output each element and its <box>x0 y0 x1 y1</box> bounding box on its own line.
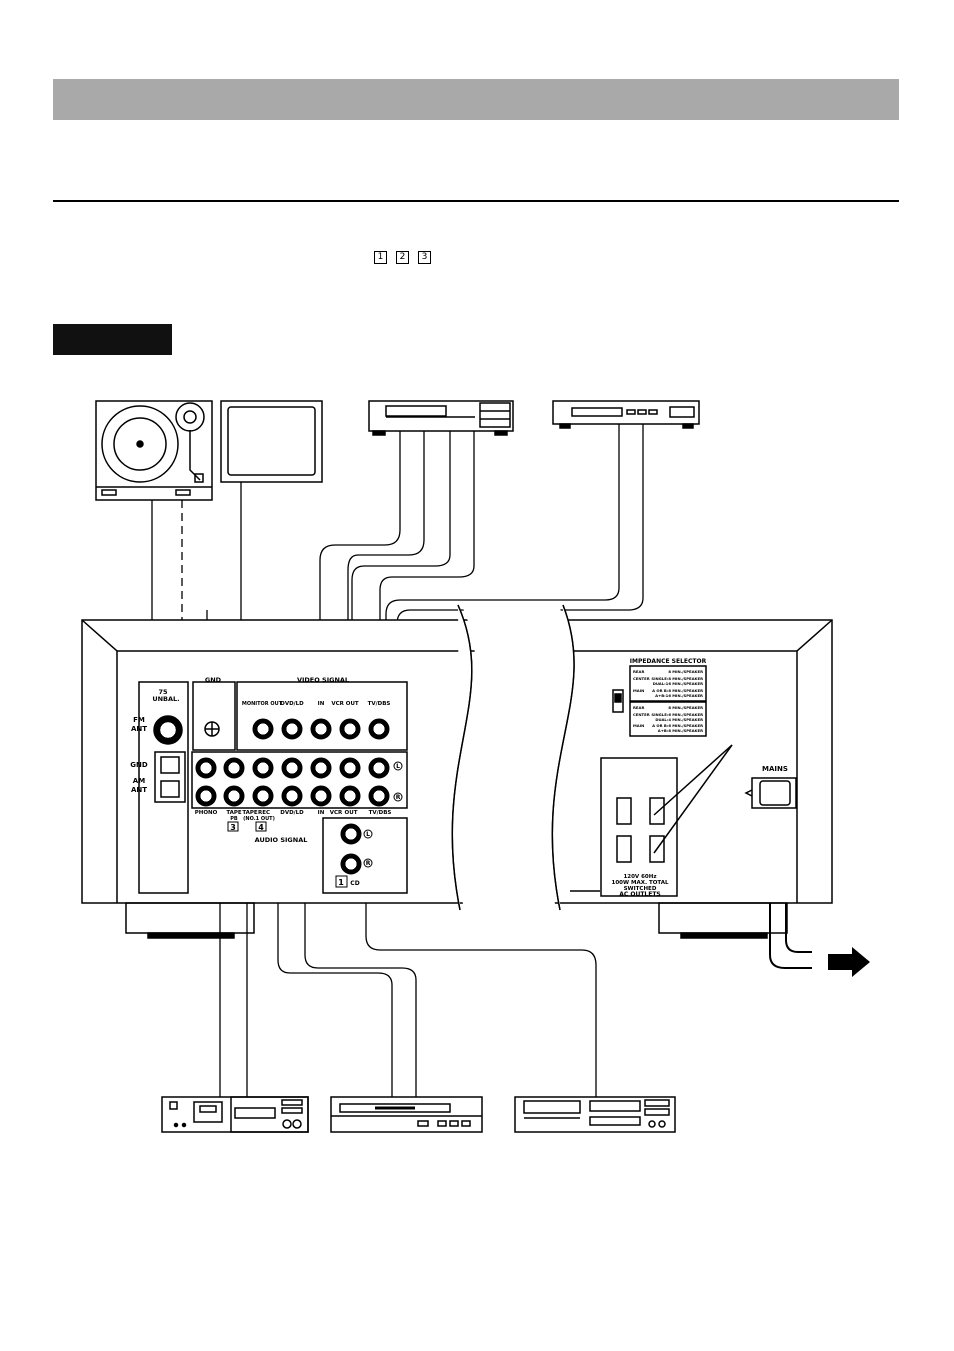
audio-r-label: R <box>396 794 401 801</box>
svg-text:CENTER: CENTER <box>633 676 650 681</box>
dvd-player <box>330 1096 483 1133</box>
video-jacks <box>252 718 390 740</box>
box-3-label: 3 <box>230 823 236 832</box>
section-tab <box>53 324 172 355</box>
am-ant-label: ANT <box>131 786 147 794</box>
vcr-deck <box>368 400 514 436</box>
svg-text:MAIN: MAIN <box>633 688 644 693</box>
audio-label-rec: REC <box>258 810 270 816</box>
audio-label-phono: PHONO <box>195 810 218 816</box>
audio-label-in: IN <box>318 810 325 816</box>
audio-l-label: L <box>396 763 400 770</box>
svg-text:8 MIN./SPEAKER: 8 MIN./SPEAKER <box>668 669 703 674</box>
ac-spec-watt: 100W MAX. TOTAL <box>612 880 669 886</box>
box-number-3: 3 <box>418 251 431 264</box>
cd-player <box>514 1096 676 1133</box>
audio-signal-label: AUDIO SIGNAL <box>255 836 308 844</box>
gnd-left-label: GND <box>130 761 148 769</box>
audio-label-pb: PB <box>230 816 238 822</box>
svg-text:REAR: REAR <box>633 669 644 674</box>
ac-spec-switched: SWITCHED <box>624 886 657 892</box>
box-number-2: 2 <box>396 251 409 264</box>
cd-r-label: R <box>366 860 371 867</box>
svg-text:MAIN: MAIN <box>633 723 644 728</box>
audio-label-out: OUT <box>345 810 358 816</box>
ac-spec-voltage: 120V 60Hz <box>623 874 656 880</box>
svg-text:DUAL:16 MIN./SPEAKER: DUAL:16 MIN./SPEAKER <box>653 681 703 686</box>
box-number-1: 1 <box>374 251 387 264</box>
gnd-box-label: GND <box>205 676 222 684</box>
video-label-vcr-out: VCR OUT <box>331 701 359 707</box>
cd-number: 1 <box>338 878 344 887</box>
dbs-tuner <box>552 400 700 429</box>
cd-l-label: L <box>366 831 370 838</box>
audio-label-no1-out: (NO.1 OUT) <box>243 816 275 822</box>
audio-label-tape-pb: TAPE <box>226 810 242 816</box>
cd-label: CD <box>350 880 359 887</box>
am-label: AM <box>133 777 145 785</box>
fm-label: FM <box>133 716 145 724</box>
svg-text:SINGLE:6 MIN./SPEAKER: SINGLE:6 MIN./SPEAKER <box>651 712 703 717</box>
svg-text:A+B:16 MIN./SPEAKER: A+B:16 MIN./SPEAKER <box>655 693 703 698</box>
svg-text:SINGLE:8 MIN./SPEAKER: SINGLE:8 MIN./SPEAKER <box>651 676 703 681</box>
video-signal-label: VIDEO SIGNAL <box>297 676 349 684</box>
mains-label: MAINS <box>762 765 788 773</box>
turntable <box>95 400 213 501</box>
section-header-bar <box>53 79 899 120</box>
video-label-tv: TV/DBS <box>368 701 391 707</box>
cassette-deck <box>161 1096 309 1133</box>
svg-text:A+B:8 MIN./SPEAKER: A+B:8 MIN./SPEAKER <box>658 728 703 733</box>
audio-jacks <box>195 757 390 807</box>
panel-labels: 75 UNBAL. FM ANT GND AM ANT GND VIDEO SI… <box>130 658 788 898</box>
svg-text:DUAL:4 MIN./SPEAKER: DUAL:4 MIN./SPEAKER <box>655 717 703 722</box>
box-4-label: 4 <box>258 823 264 832</box>
svg-text:CENTER: CENTER <box>633 712 650 717</box>
audio-label-tape-rec: TAPE <box>242 810 258 816</box>
impedance-selector-label: IMPEDANCE SELECTOR <box>630 658 707 665</box>
cd-jacks <box>340 823 362 875</box>
video-label-in: IN <box>318 701 325 707</box>
audio-label-dvd: DVD/LD <box>280 810 304 816</box>
fm-ant-label: ANT <box>131 725 147 733</box>
svg-text:REAR: REAR <box>633 705 644 710</box>
svg-text:A OR B:6 MIN./SPEAKER: A OR B:6 MIN./SPEAKER <box>652 723 703 728</box>
audio-label-vcr: VCR <box>330 810 343 816</box>
ac-outlets-label: AC OUTLETS <box>619 891 661 898</box>
section-divider <box>53 200 899 202</box>
video-label-dvd: DVD/LD <box>280 701 304 707</box>
audio-label-tv: TV/DBS <box>369 810 392 816</box>
box-number-legend: 1 2 3 <box>374 251 431 265</box>
fm-unbal-label: UNBAL. <box>152 695 179 703</box>
fm-impedance-label: 75 <box>158 688 168 696</box>
svg-text:A OR B:8 MIN./SPEAKER: A OR B:8 MIN./SPEAKER <box>652 688 703 693</box>
svg-text:8 MIN./SPEAKER: 8 MIN./SPEAKER <box>668 705 703 710</box>
mains-arrow <box>828 947 870 977</box>
television <box>220 400 323 483</box>
video-label-monitor-out: MONITOR OUT <box>242 701 283 707</box>
